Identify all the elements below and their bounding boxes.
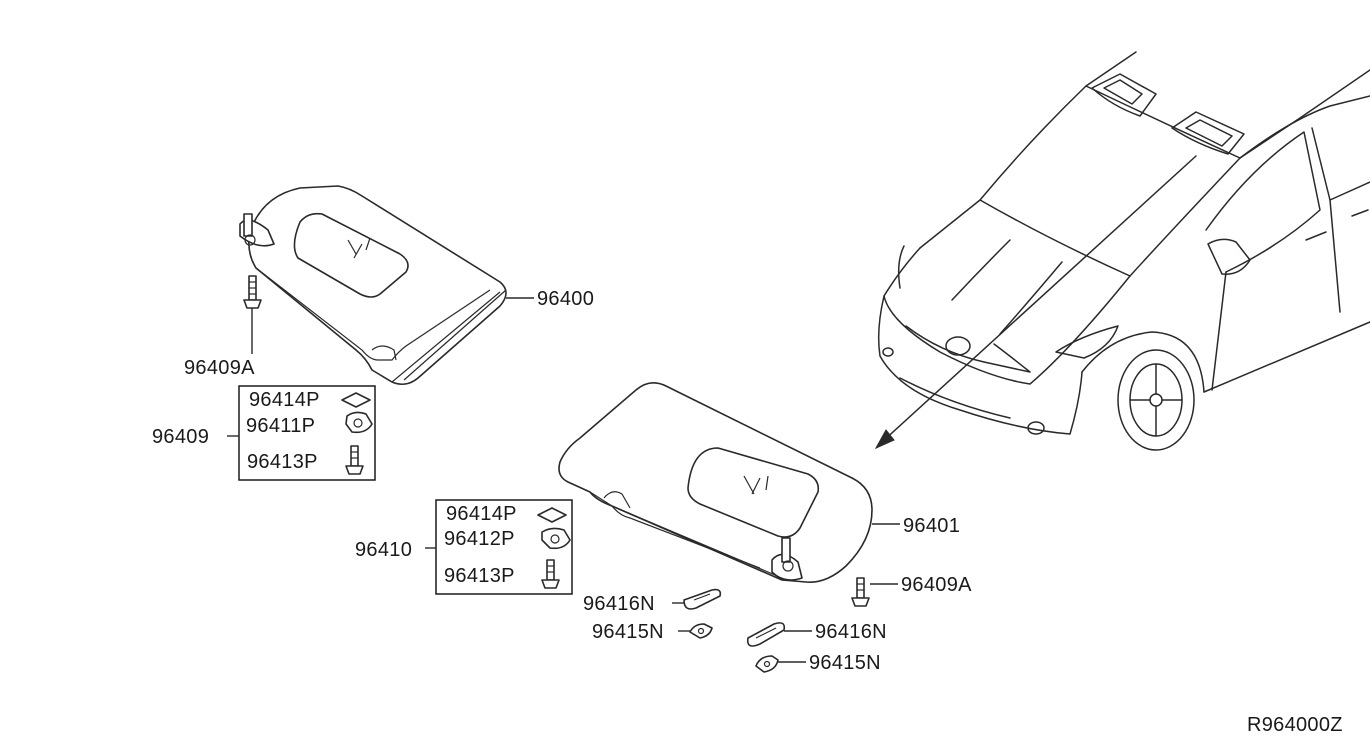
kit-item-96414p-right: 96414P xyxy=(446,503,517,525)
label-96409a-left: 96409A xyxy=(184,357,255,379)
label-96410: 96410 xyxy=(355,539,412,561)
label-96416n-upper: 96416N xyxy=(583,593,655,615)
kit-left-parts xyxy=(341,392,373,475)
label-96415n-lower: 96415N xyxy=(809,652,881,674)
label-96415n-upper: 96415N xyxy=(592,621,664,643)
clip-96415n-upper xyxy=(689,623,713,639)
kit-item-96412p-right: 96412P xyxy=(444,528,515,550)
lens-cover-96416n-lower xyxy=(746,622,786,647)
kit-right-parts xyxy=(537,507,571,589)
label-96409: 96409 xyxy=(152,426,209,448)
sun-visor-left xyxy=(239,185,507,386)
vehicle-locator-illustration xyxy=(874,51,1370,451)
kit-box-96409 xyxy=(238,385,376,481)
drawing-number: R964000Z xyxy=(1247,714,1343,736)
sun-visor-right xyxy=(558,382,873,583)
kit-box-96410 xyxy=(435,499,573,595)
screw-right-96409a xyxy=(851,577,870,607)
clip-96415n-lower xyxy=(755,655,779,673)
label-96416n-lower: 96416N xyxy=(815,621,887,643)
kit-item-96413p-right: 96413P xyxy=(444,565,515,587)
lens-cover-96416n-upper xyxy=(683,588,722,610)
kit-item-96413p-left: 96413P xyxy=(247,451,318,473)
label-96409a-right: 96409A xyxy=(901,574,972,596)
kit-item-96414p-left: 96414P xyxy=(249,389,320,411)
kit-item-96411p-left: 96411P xyxy=(246,415,315,437)
screw-left-96409a xyxy=(243,275,262,309)
label-96401: 96401 xyxy=(903,515,960,537)
label-96400: 96400 xyxy=(537,288,594,310)
